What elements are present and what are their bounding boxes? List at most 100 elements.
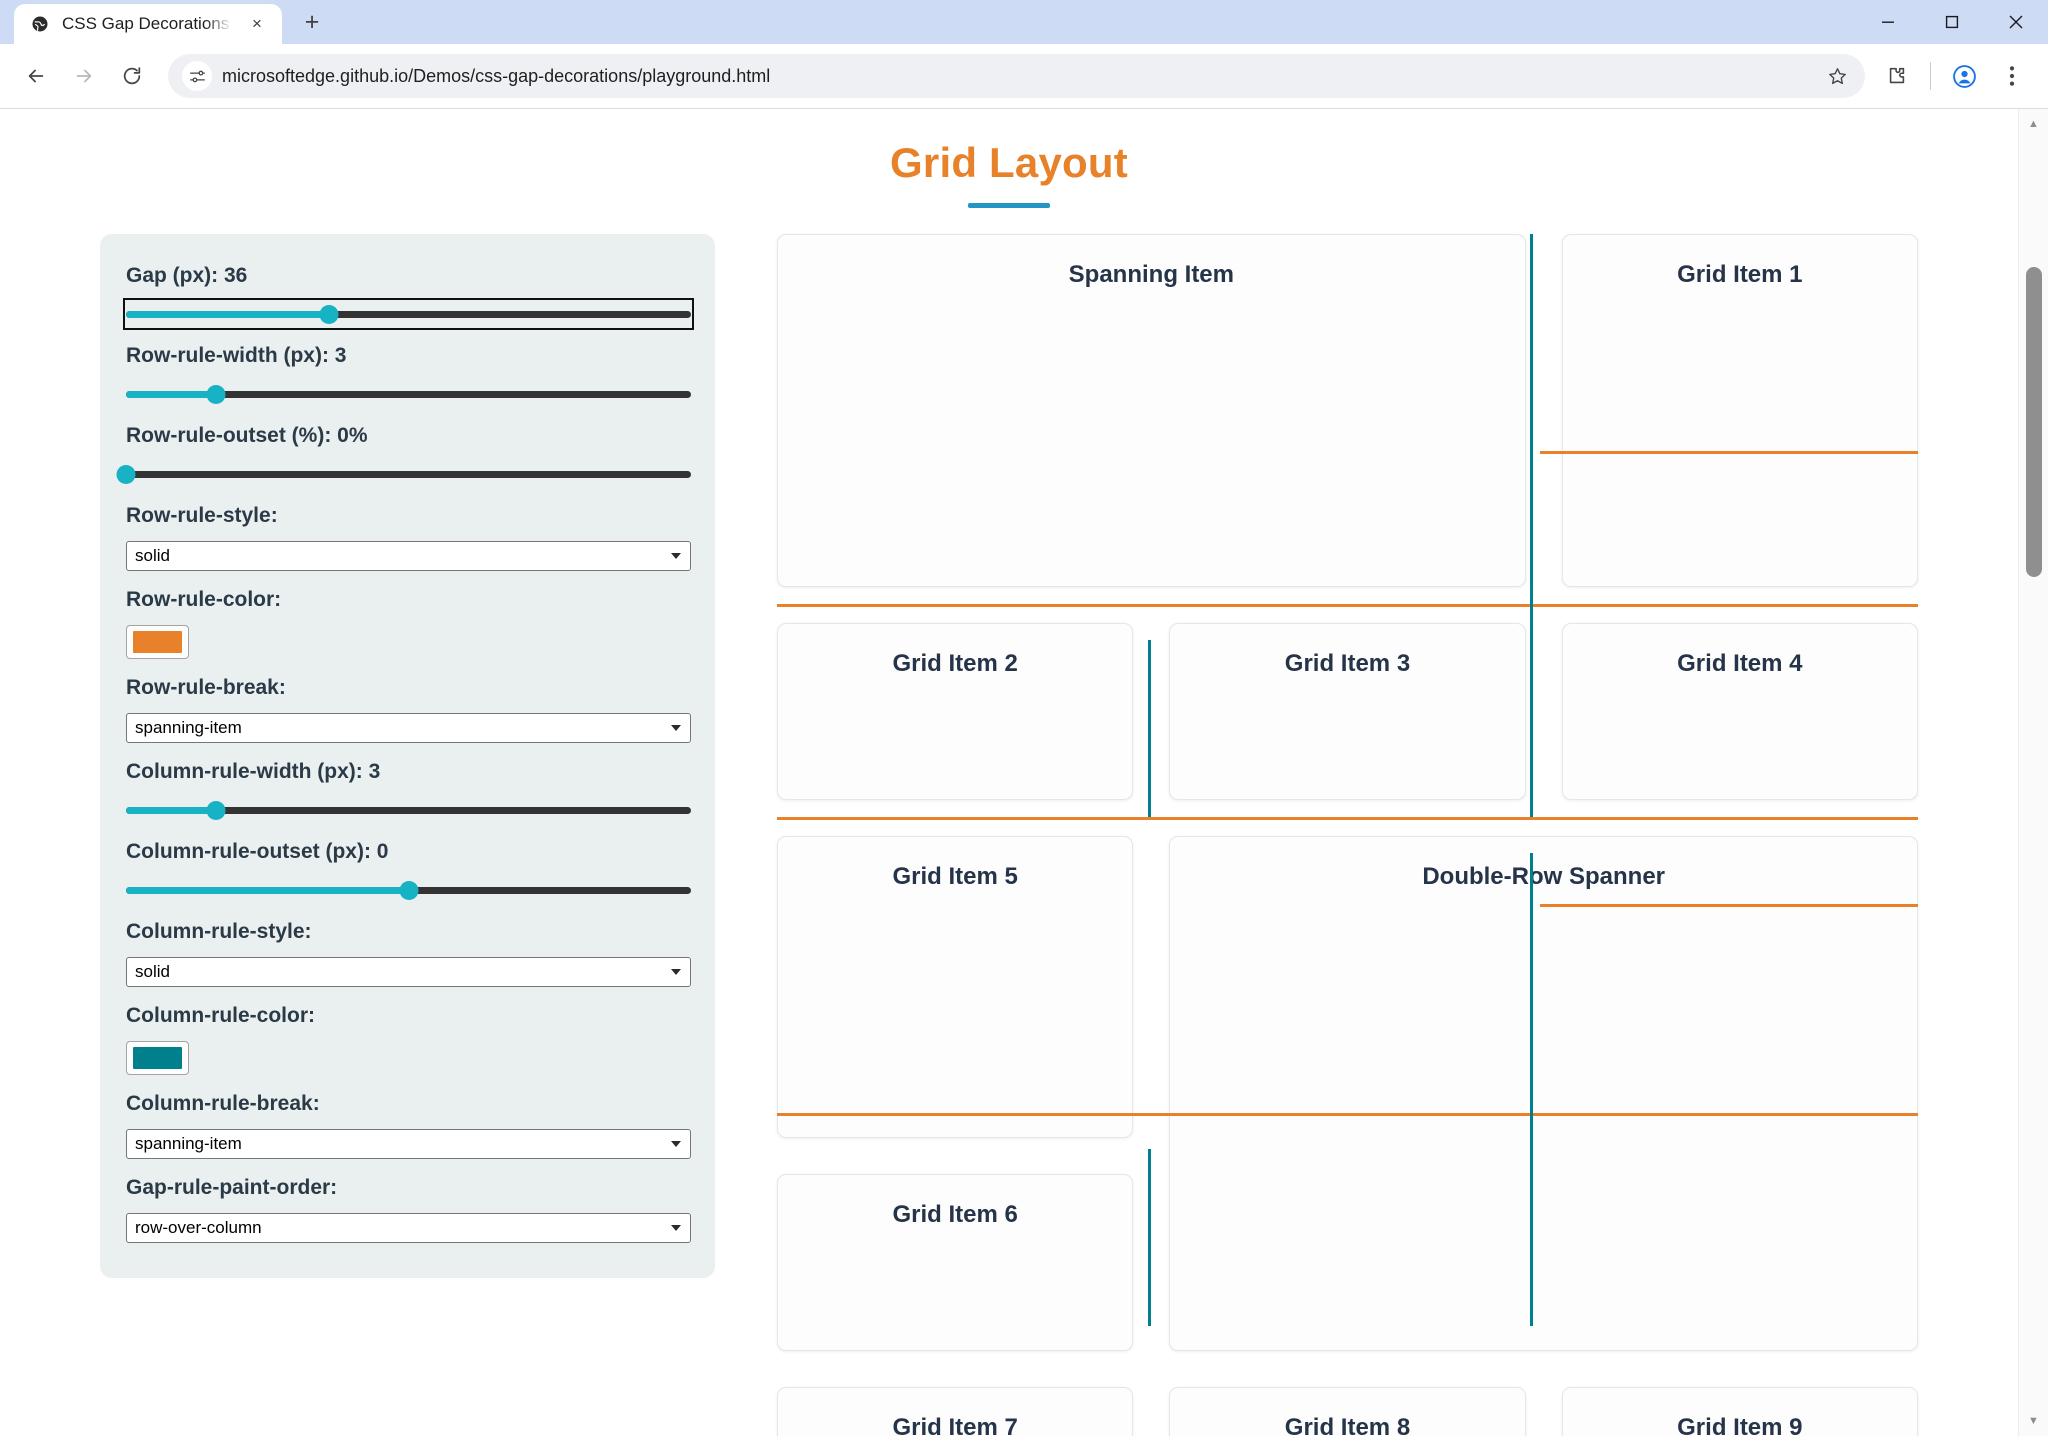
slider-thumb[interactable] (116, 464, 136, 484)
slider-column-rule-outset[interactable] (126, 877, 691, 903)
grid-item: Grid Item 6 (777, 1174, 1134, 1351)
control-group-gap: Gap (px): 36 (123, 264, 694, 330)
control-label-column-rule-width: Column-rule-width (px): 3 (126, 760, 381, 783)
control-label-row-rule-width: Row-rule-width (px): 3 (126, 344, 347, 367)
control-label-column-rule-outset: Column-rule-outset (px): 0 (126, 840, 389, 863)
window-minimize-button[interactable] (1856, 0, 1920, 44)
slider-thumb[interactable] (206, 800, 226, 820)
row-rule (1540, 451, 1918, 454)
chevron-down-icon (671, 1225, 681, 1231)
page-settings-icon[interactable] (182, 61, 212, 91)
control-group-column-rule-style: Column-rule-style: solid (126, 920, 691, 987)
forward-button[interactable] (62, 54, 106, 98)
select-value-row-rule-break: spanning-item (135, 718, 242, 737)
back-button[interactable] (14, 54, 58, 98)
grid-item: Spanning Item (777, 234, 1526, 587)
select-row-rule-break[interactable]: spanning-item (126, 713, 691, 743)
color-swatch (133, 1047, 182, 1069)
grid-demo: Spanning Item Grid Item 1 Grid Item 2 Grid … (777, 234, 1918, 1436)
control-group-row-rule-break: Row-rule-break: spanning-item (126, 676, 691, 743)
slider-row-rule-width[interactable] (126, 381, 691, 407)
slider-fill (126, 886, 409, 894)
control-label-gap: Gap (px): 36 (126, 264, 248, 287)
slider-track (126, 310, 691, 318)
grid-item-label: Grid Item 6 (892, 1201, 1018, 1228)
color-picker-row-rule-color[interactable] (126, 625, 189, 659)
scrollbar-down-arrow[interactable]: ▼ (2028, 1415, 2039, 1427)
control-label-row-rule-break: Row-rule-break: (126, 676, 286, 699)
grid-item: Grid Item 3 (1169, 623, 1526, 800)
control-group-column-rule-break: Column-rule-break:spanning-item (126, 1092, 691, 1159)
slider-thumb[interactable] (206, 384, 226, 404)
scrollbar-thumb[interactable] (2026, 267, 2042, 577)
tab-close-icon[interactable]: × (252, 14, 262, 33)
select-column-rule-style[interactable]: solid (126, 957, 691, 987)
select-value-column-rule-break: spanning-item (135, 1134, 242, 1153)
page-viewport: Grid Layout Gap (px): 36 Row-rule-width (… (0, 108, 2048, 1436)
slider-gap[interactable] (123, 298, 694, 330)
extensions-puzzle-icon[interactable] (1875, 54, 1919, 98)
browser-toolbar: microsoftedge.github.io/Demos/css-gap-de… (0, 44, 2048, 108)
select-value-column-rule-style: solid (135, 962, 170, 981)
browser-titlebar: CSS Gap Decorations playground × + (0, 0, 2048, 44)
tab-title: CSS Gap Decorations playground (62, 14, 232, 33)
window-controls (1856, 0, 2048, 44)
control-label-column-rule-color: Column-rule-color: (126, 1004, 315, 1027)
color-swatch (133, 631, 182, 653)
slider-row-rule-outset[interactable] (116, 461, 691, 487)
grid-item-label: Grid Item 3 (1284, 650, 1411, 677)
column-rule (1530, 640, 1534, 817)
grid-item-label: Grid Item 4 (1677, 650, 1803, 677)
grid-item: Grid Item 8 (1169, 1387, 1526, 1436)
scrollbar-up-arrow[interactable]: ▲ (2028, 118, 2039, 130)
chevron-down-icon (671, 969, 681, 975)
address-bar[interactable]: microsoftedge.github.io/Demos/css-gap-de… (168, 54, 1865, 98)
address-bar-url: microsoftedge.github.io/Demos/css-gap-de… (222, 65, 771, 86)
select-gap-rule-paint-order[interactable]: row-over-column (126, 1213, 691, 1243)
window-maximize-button[interactable] (1920, 0, 1984, 44)
control-label-row-rule-color: Row-rule-color: (126, 588, 282, 611)
browser-tab[interactable]: CSS Gap Decorations playground × (14, 4, 282, 44)
row-rule (777, 604, 1918, 607)
slider-thumb[interactable] (319, 304, 339, 324)
three-dot-menu-icon[interactable] (1990, 54, 2034, 98)
control-label-row-rule-style: Row-rule-style: (126, 504, 278, 527)
grid-item: Double-Row Spanner (1169, 836, 1918, 1351)
page-title: Grid Layout (890, 139, 1128, 186)
grid-item-label: Grid Item 7 (892, 1414, 1018, 1436)
grid-item-label: Spanning Item (1068, 261, 1234, 288)
column-rule (1530, 1149, 1534, 1326)
reload-button[interactable] (110, 54, 154, 98)
profile-avatar-icon[interactable] (1942, 54, 1986, 98)
toolbar-divider (1930, 62, 1931, 90)
controls-panel: Gap (px): 36 Row-rule-width (px): 3 Row-ru… (100, 234, 715, 1278)
grid-item-label: Grid Item 1 (1677, 261, 1803, 288)
control-group-row-rule-color: Row-rule-color: (126, 588, 691, 659)
row-rule (777, 1113, 1918, 1116)
control-group-row-rule-style: Row-rule-style: solid (126, 504, 691, 571)
control-label-column-rule-style: Column-rule-style: (126, 920, 312, 943)
control-label-row-rule-outset: Row-rule-outset (%): 0% (126, 424, 368, 447)
control-group-column-rule-outset: Column-rule-outset (px): 0 (126, 840, 691, 903)
row-rule (1540, 904, 1918, 907)
new-tab-button[interactable]: + (304, 7, 320, 36)
grid-item-label: Grid Item 2 (892, 650, 1018, 677)
slider-column-rule-width[interactable] (126, 797, 691, 823)
grid-item-label: Double-Row Spanner (1422, 863, 1665, 890)
select-row-rule-style[interactable]: solid (126, 541, 691, 571)
globe-icon (30, 14, 50, 34)
bookmark-star-icon[interactable] (1817, 56, 1857, 96)
color-picker-column-rule-color[interactable] (126, 1041, 189, 1075)
grid-item: Grid Item 4 (1561, 623, 1918, 800)
grid-item: Grid Item 7 (777, 1387, 1134, 1436)
grid-item: Grid Item 2 (777, 623, 1134, 800)
control-group-column-rule-width: Column-rule-width (px): 3 (126, 760, 691, 823)
row-rule (777, 817, 1918, 820)
control-group-column-rule-color: Column-rule-color: (126, 1004, 691, 1075)
grid-item-label: Grid Item 5 (892, 863, 1018, 890)
window-close-button[interactable] (1984, 0, 2048, 44)
page-scrollbar[interactable]: ▲ ▼ (2018, 109, 2048, 1436)
slider-thumb[interactable] (399, 880, 418, 900)
select-column-rule-break[interactable]: spanning-item (126, 1129, 691, 1159)
grid-item-label: Grid Item 9 (1677, 1414, 1803, 1436)
